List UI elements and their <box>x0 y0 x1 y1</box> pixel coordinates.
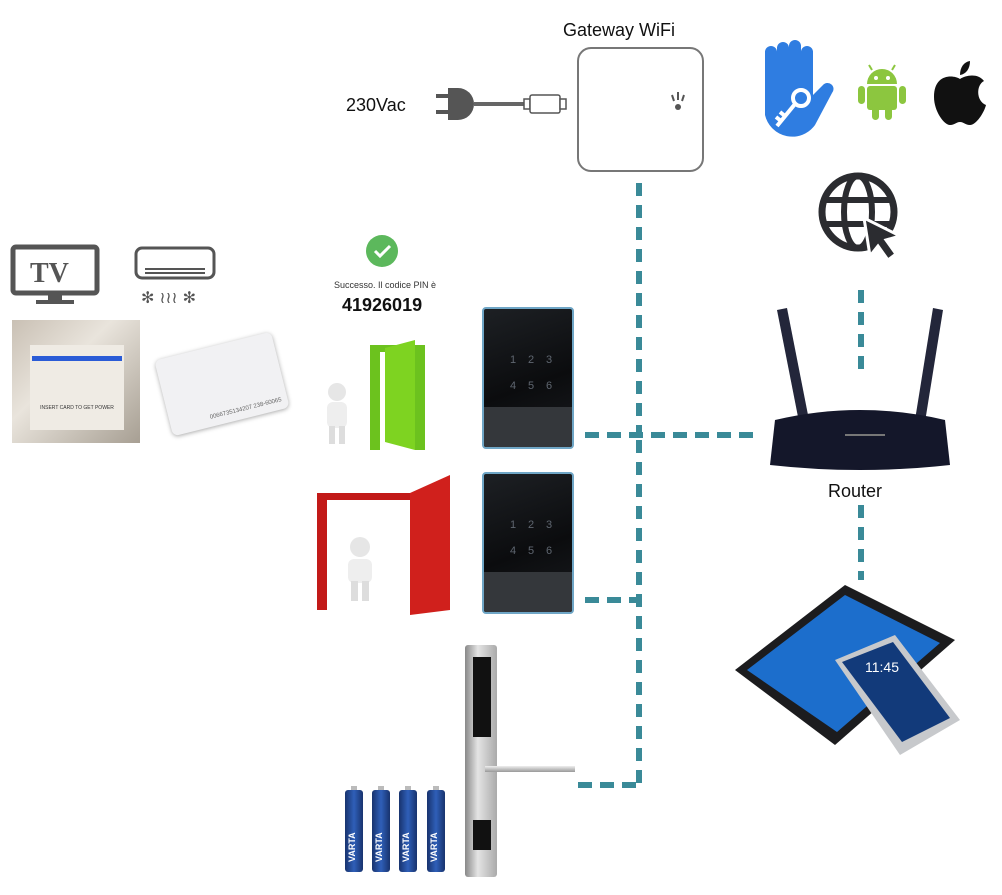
connection-line <box>578 782 640 788</box>
keypad-reader-1[interactable]: 123 456 789 *0# <box>482 307 574 449</box>
svg-text:11:45: 11:45 <box>865 659 899 675</box>
tv-icon: TV <box>10 244 100 304</box>
pin-code: 41926019 <box>342 295 423 315</box>
android-icon[interactable] <box>855 62 910 122</box>
door-lock-handle <box>485 766 575 772</box>
connection-line <box>585 432 755 438</box>
keypad-door-lock[interactable] <box>465 645 497 877</box>
connection-line <box>585 597 638 603</box>
pin-message: Successo. Il codice PIN è <box>334 280 437 290</box>
tablet-phone-icon[interactable]: 11:45 <box>725 580 965 760</box>
tv-text: TV <box>30 258 69 289</box>
card-switch-icon: INSERT CARD TO GET POWER <box>12 320 140 443</box>
aaa-battery-icon: VARTA <box>427 786 445 872</box>
keypad-reader-2[interactable]: 123 456 789 *0# <box>482 472 574 614</box>
gateway-device[interactable] <box>577 47 704 172</box>
connection-line <box>636 183 642 433</box>
gateway-led-icon <box>671 92 685 110</box>
connection-line <box>636 440 642 785</box>
connection-line <box>858 505 864 580</box>
power-plug-icon <box>436 88 567 120</box>
red-door-open-icon <box>317 475 450 615</box>
router-label: Router <box>828 481 883 501</box>
aaa-battery-icon: VARTA <box>372 786 390 872</box>
air-conditioner-icon: ✻ ≀≀≀ ✻ <box>134 246 216 307</box>
hand-key-app-icon[interactable] <box>755 40 840 140</box>
svg-text:✻ ≀≀≀ ✻: ✻ ≀≀≀ ✻ <box>141 288 196 307</box>
rfid-card-icon: 0066735134207 238-60065 <box>154 331 290 437</box>
apple-icon[interactable] <box>930 55 990 125</box>
aaa-battery-icon: VARTA <box>399 786 417 872</box>
power-label: 230Vac <box>346 95 406 115</box>
connection-line <box>858 290 864 375</box>
router-icon[interactable] <box>765 300 955 475</box>
success-check-icon <box>366 235 398 267</box>
green-door-open-icon <box>327 340 425 450</box>
gateway-label: Gateway WiFi <box>563 20 676 40</box>
globe-cursor-icon[interactable] <box>818 172 906 262</box>
aaa-battery-icon: VARTA <box>345 786 363 872</box>
